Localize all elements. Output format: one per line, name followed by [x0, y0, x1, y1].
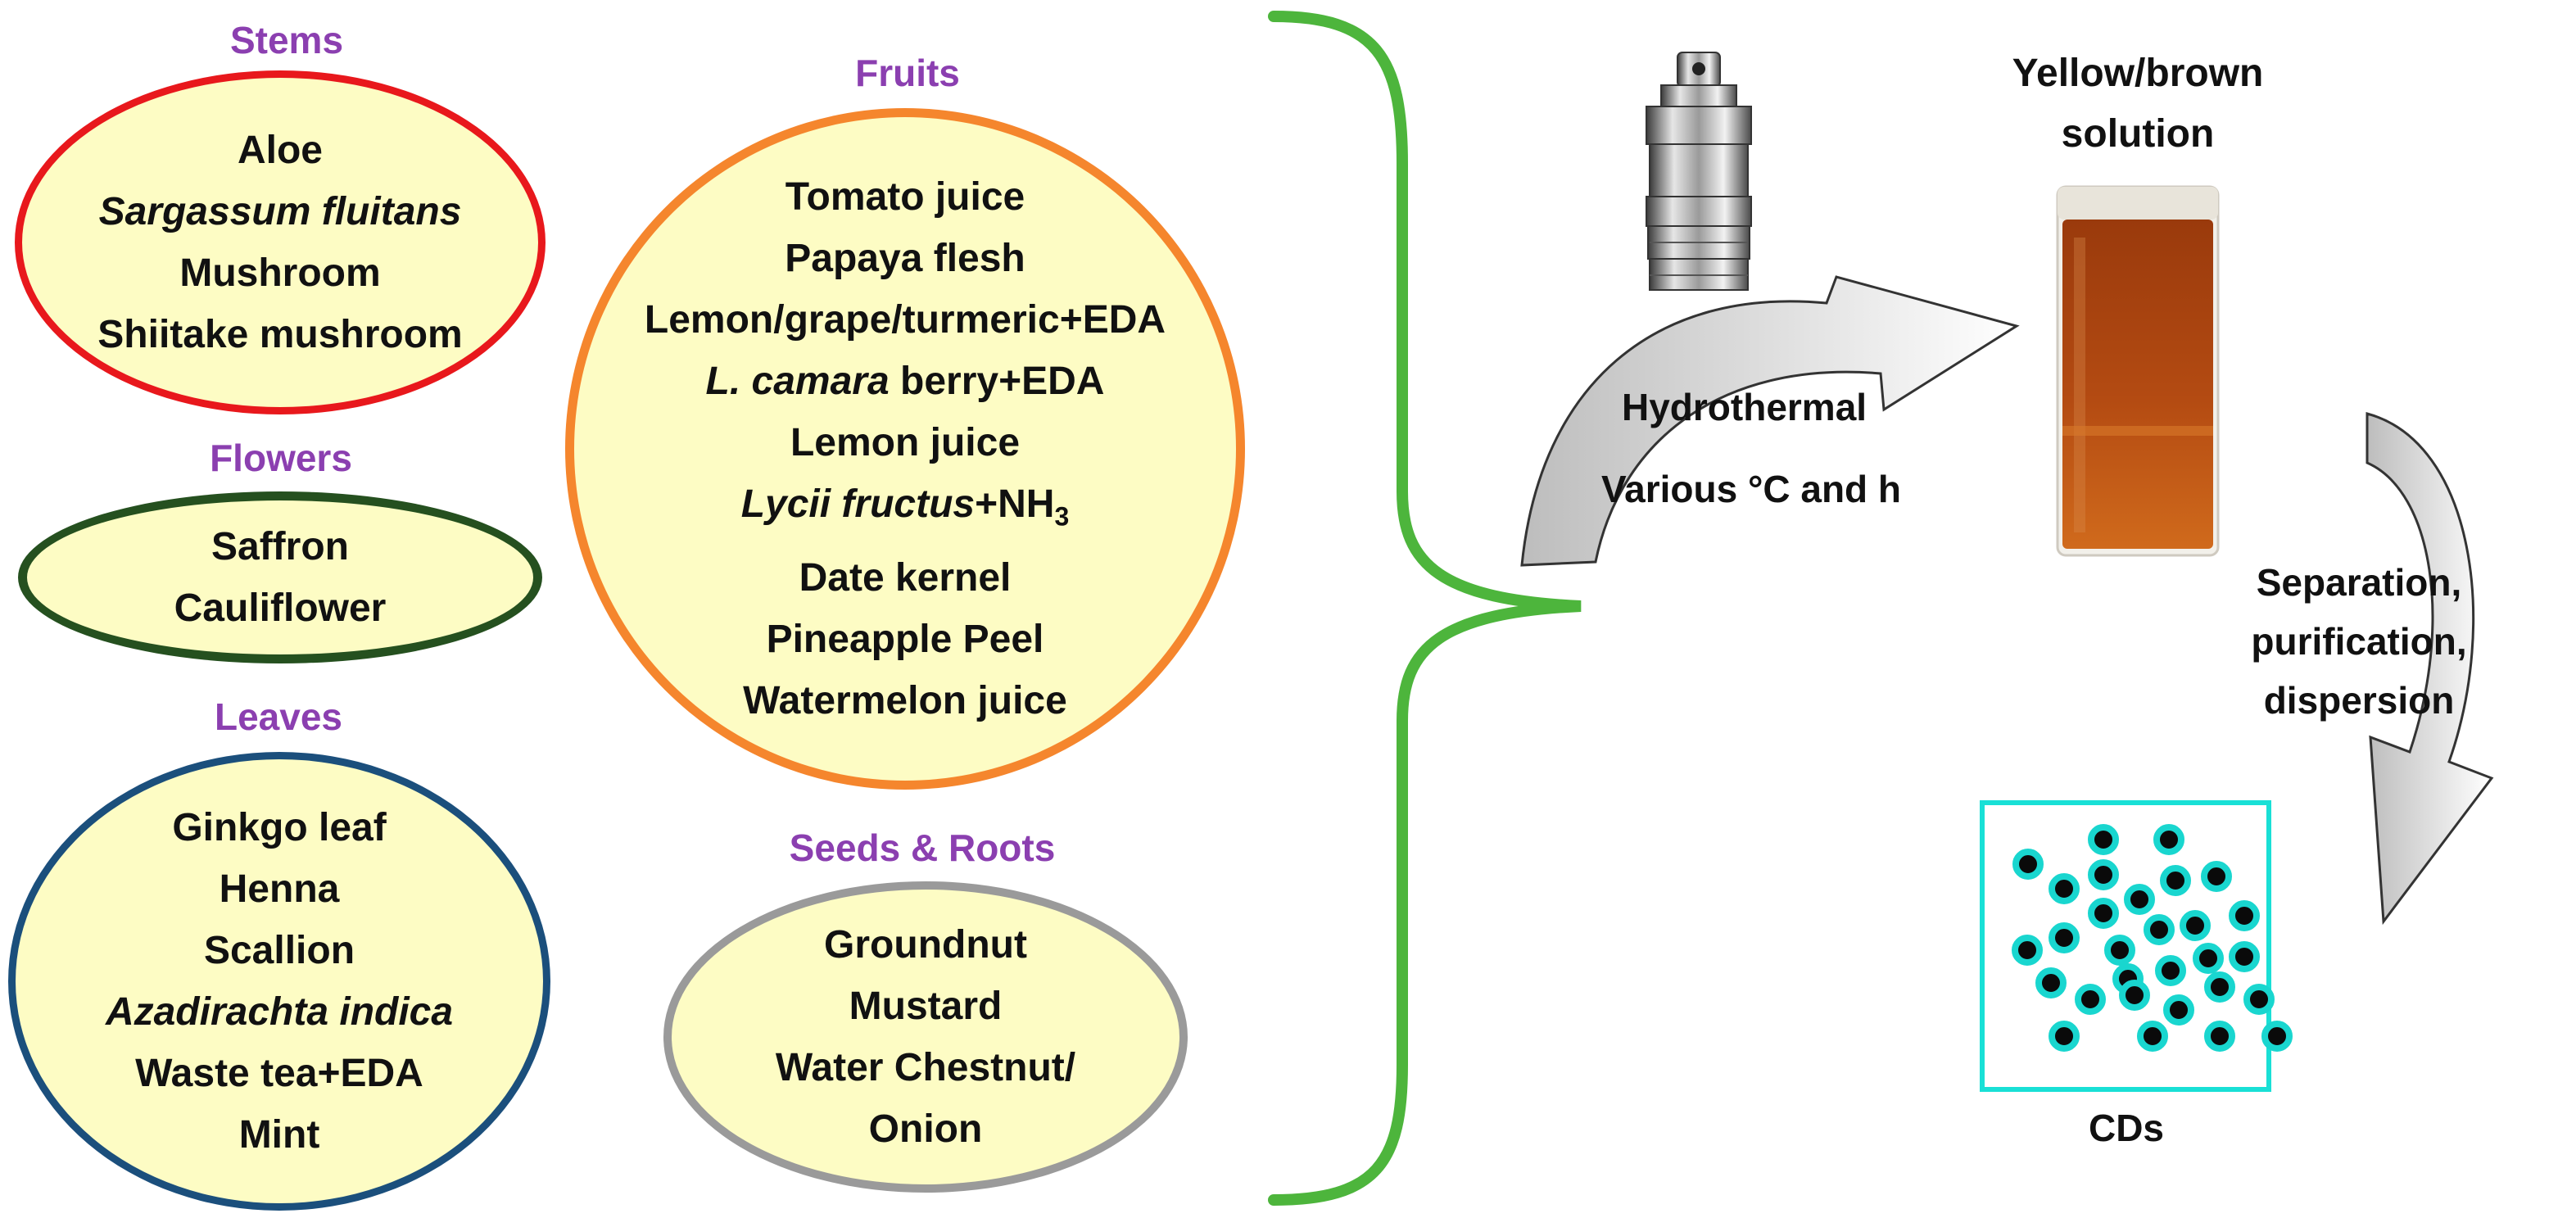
- carbon-dot-icon: [2049, 922, 2080, 953]
- carbon-dot-icon: [2160, 865, 2191, 896]
- list-item: Water Chestnut/: [775, 1046, 1076, 1089]
- flowers-title: Flowers: [210, 437, 352, 479]
- separation-label-line2: purification,: [2251, 620, 2467, 663]
- list-item: Onion: [868, 1107, 983, 1151]
- carbon-dot-icon: [2088, 898, 2119, 929]
- carbon-dot-icon: [2261, 1021, 2293, 1052]
- list-item: Watermelon juice: [743, 679, 1067, 723]
- list-item: Lemon juice: [790, 420, 1021, 464]
- list-item: Lycii fructus+NH3: [645, 473, 1166, 548]
- carbon-dot-icon: [2229, 941, 2260, 972]
- list-item: Mushroom: [179, 251, 381, 295]
- list-item: Waste tea+EDA: [135, 1052, 423, 1095]
- list-item: Date kernel: [799, 556, 1012, 600]
- separation-label-line1: Separation,: [2256, 561, 2462, 604]
- cds-label: CDs: [2088, 1107, 2165, 1149]
- list-item: Henna: [219, 867, 340, 911]
- leaves-list: Ginkgo leaf Henna Scallion Azadirachta i…: [106, 797, 453, 1166]
- list-item: L. camara berry+EDA: [645, 351, 1166, 412]
- list-item: Tomato juice: [785, 174, 1025, 219]
- fruits-title: Fruits: [855, 52, 960, 94]
- carbon-dot-icon: [2155, 955, 2186, 986]
- list-item: Shiitake mushroom: [97, 313, 463, 356]
- separation-label-line3: dispersion: [2263, 679, 2455, 722]
- hydrothermal-arrow-icon: [1520, 275, 2020, 567]
- conditions-label: Various °C and h: [1601, 468, 1902, 510]
- carbon-dot-icon: [2193, 943, 2224, 974]
- carbon-dot-icon: [2012, 935, 2043, 966]
- solution-label-line1: Yellow/brown: [2012, 52, 2264, 95]
- carbon-dot-icon: [2204, 1021, 2235, 1052]
- flowers-ellipse: Saffron Cauliflower: [18, 491, 542, 663]
- solution-label-line2: solution: [2061, 112, 2215, 156]
- solution-vial-icon: [2056, 185, 2220, 557]
- carbon-dot-icon: [2088, 824, 2119, 855]
- species-suffix: berry+EDA: [900, 359, 1105, 403]
- carbon-dot-icon: [2180, 910, 2211, 941]
- fruits-circle: Tomato juice Papaya flesh Lemon/grape/tu…: [565, 108, 1245, 790]
- list-item: Mustard: [849, 985, 1003, 1028]
- stems-ellipse: Aloe Sargassum fluitans Mushroom Shiitak…: [15, 70, 546, 414]
- carbon-dots: [2012, 824, 2293, 1052]
- list-item: Lemon/grape/turmeric+EDA: [644, 297, 1166, 342]
- subscript: 3: [1054, 501, 1070, 532]
- stems-title: Stems: [229, 19, 344, 61]
- carbon-dot-icon: [2075, 984, 2106, 1015]
- carbon-dot-icon: [2049, 1021, 2080, 1052]
- carbon-dot-icon: [2088, 859, 2119, 890]
- leaves-title: Leaves: [214, 695, 343, 738]
- seeds-roots-title: Seeds & Roots: [789, 826, 1056, 869]
- hydrothermal-label: Hydrothermal: [1622, 386, 1867, 428]
- carbon-dot-icon: [2119, 980, 2150, 1011]
- carbon-dot-icon: [2124, 884, 2155, 915]
- brace-shape: [1268, 11, 1582, 1206]
- list-item: Saffron: [211, 525, 349, 568]
- list-item: Papaya flesh: [785, 236, 1025, 280]
- separation-arrow-icon: [2365, 412, 2494, 926]
- flowers-list: Saffron Cauliflower: [174, 516, 387, 639]
- fruits-list: Tomato juice Papaya flesh Lemon/grape/tu…: [645, 166, 1166, 732]
- stems-list: Aloe Sargassum fluitans Mushroom Shiitak…: [97, 120, 462, 365]
- list-item: Pineapple Peel: [766, 618, 1044, 662]
- seeds-roots-list: Groundnut Mustard Water Chestnut/ Onion: [776, 914, 1075, 1160]
- leaves-ellipse: Ginkgo leaf Henna Scallion Azadirachta i…: [8, 752, 550, 1211]
- list-item: Groundnut: [824, 923, 1027, 967]
- carbon-dot-icon: [2201, 861, 2232, 892]
- species-suffix: +NH: [975, 482, 1055, 526]
- carbon-dot-icon: [2163, 994, 2194, 1026]
- list-item: Azadirachta indica: [105, 990, 454, 1034]
- carbon-dot-icon: [2104, 935, 2135, 966]
- list-item: Mint: [238, 1113, 320, 1157]
- list-item: Sargassum fluitans: [98, 190, 462, 233]
- list-item: Aloe: [237, 129, 323, 172]
- carbon-dot-icon: [2035, 967, 2067, 998]
- carbon-dot-icon: [2204, 971, 2235, 1003]
- list-item: Cauliflower: [174, 586, 387, 630]
- species-name: L. camara: [705, 359, 890, 403]
- carbon-dot-icon: [2137, 1021, 2168, 1052]
- carbon-dot-icon: [2144, 914, 2175, 945]
- carbon-dot-icon: [2153, 824, 2184, 855]
- autoclave-icon: [1646, 52, 1752, 291]
- species-name: Lycii fructus: [740, 482, 976, 526]
- carbon-dot-icon: [2049, 873, 2080, 904]
- carbon-dot-icon: [2012, 849, 2044, 880]
- carbon-dot-icon: [2229, 900, 2260, 931]
- seeds-roots-ellipse: Groundnut Mustard Water Chestnut/ Onion: [663, 881, 1188, 1193]
- carbon-dot-icon: [2243, 984, 2275, 1015]
- list-item: Ginkgo leaf: [172, 806, 387, 849]
- list-item: Scallion: [203, 929, 355, 972]
